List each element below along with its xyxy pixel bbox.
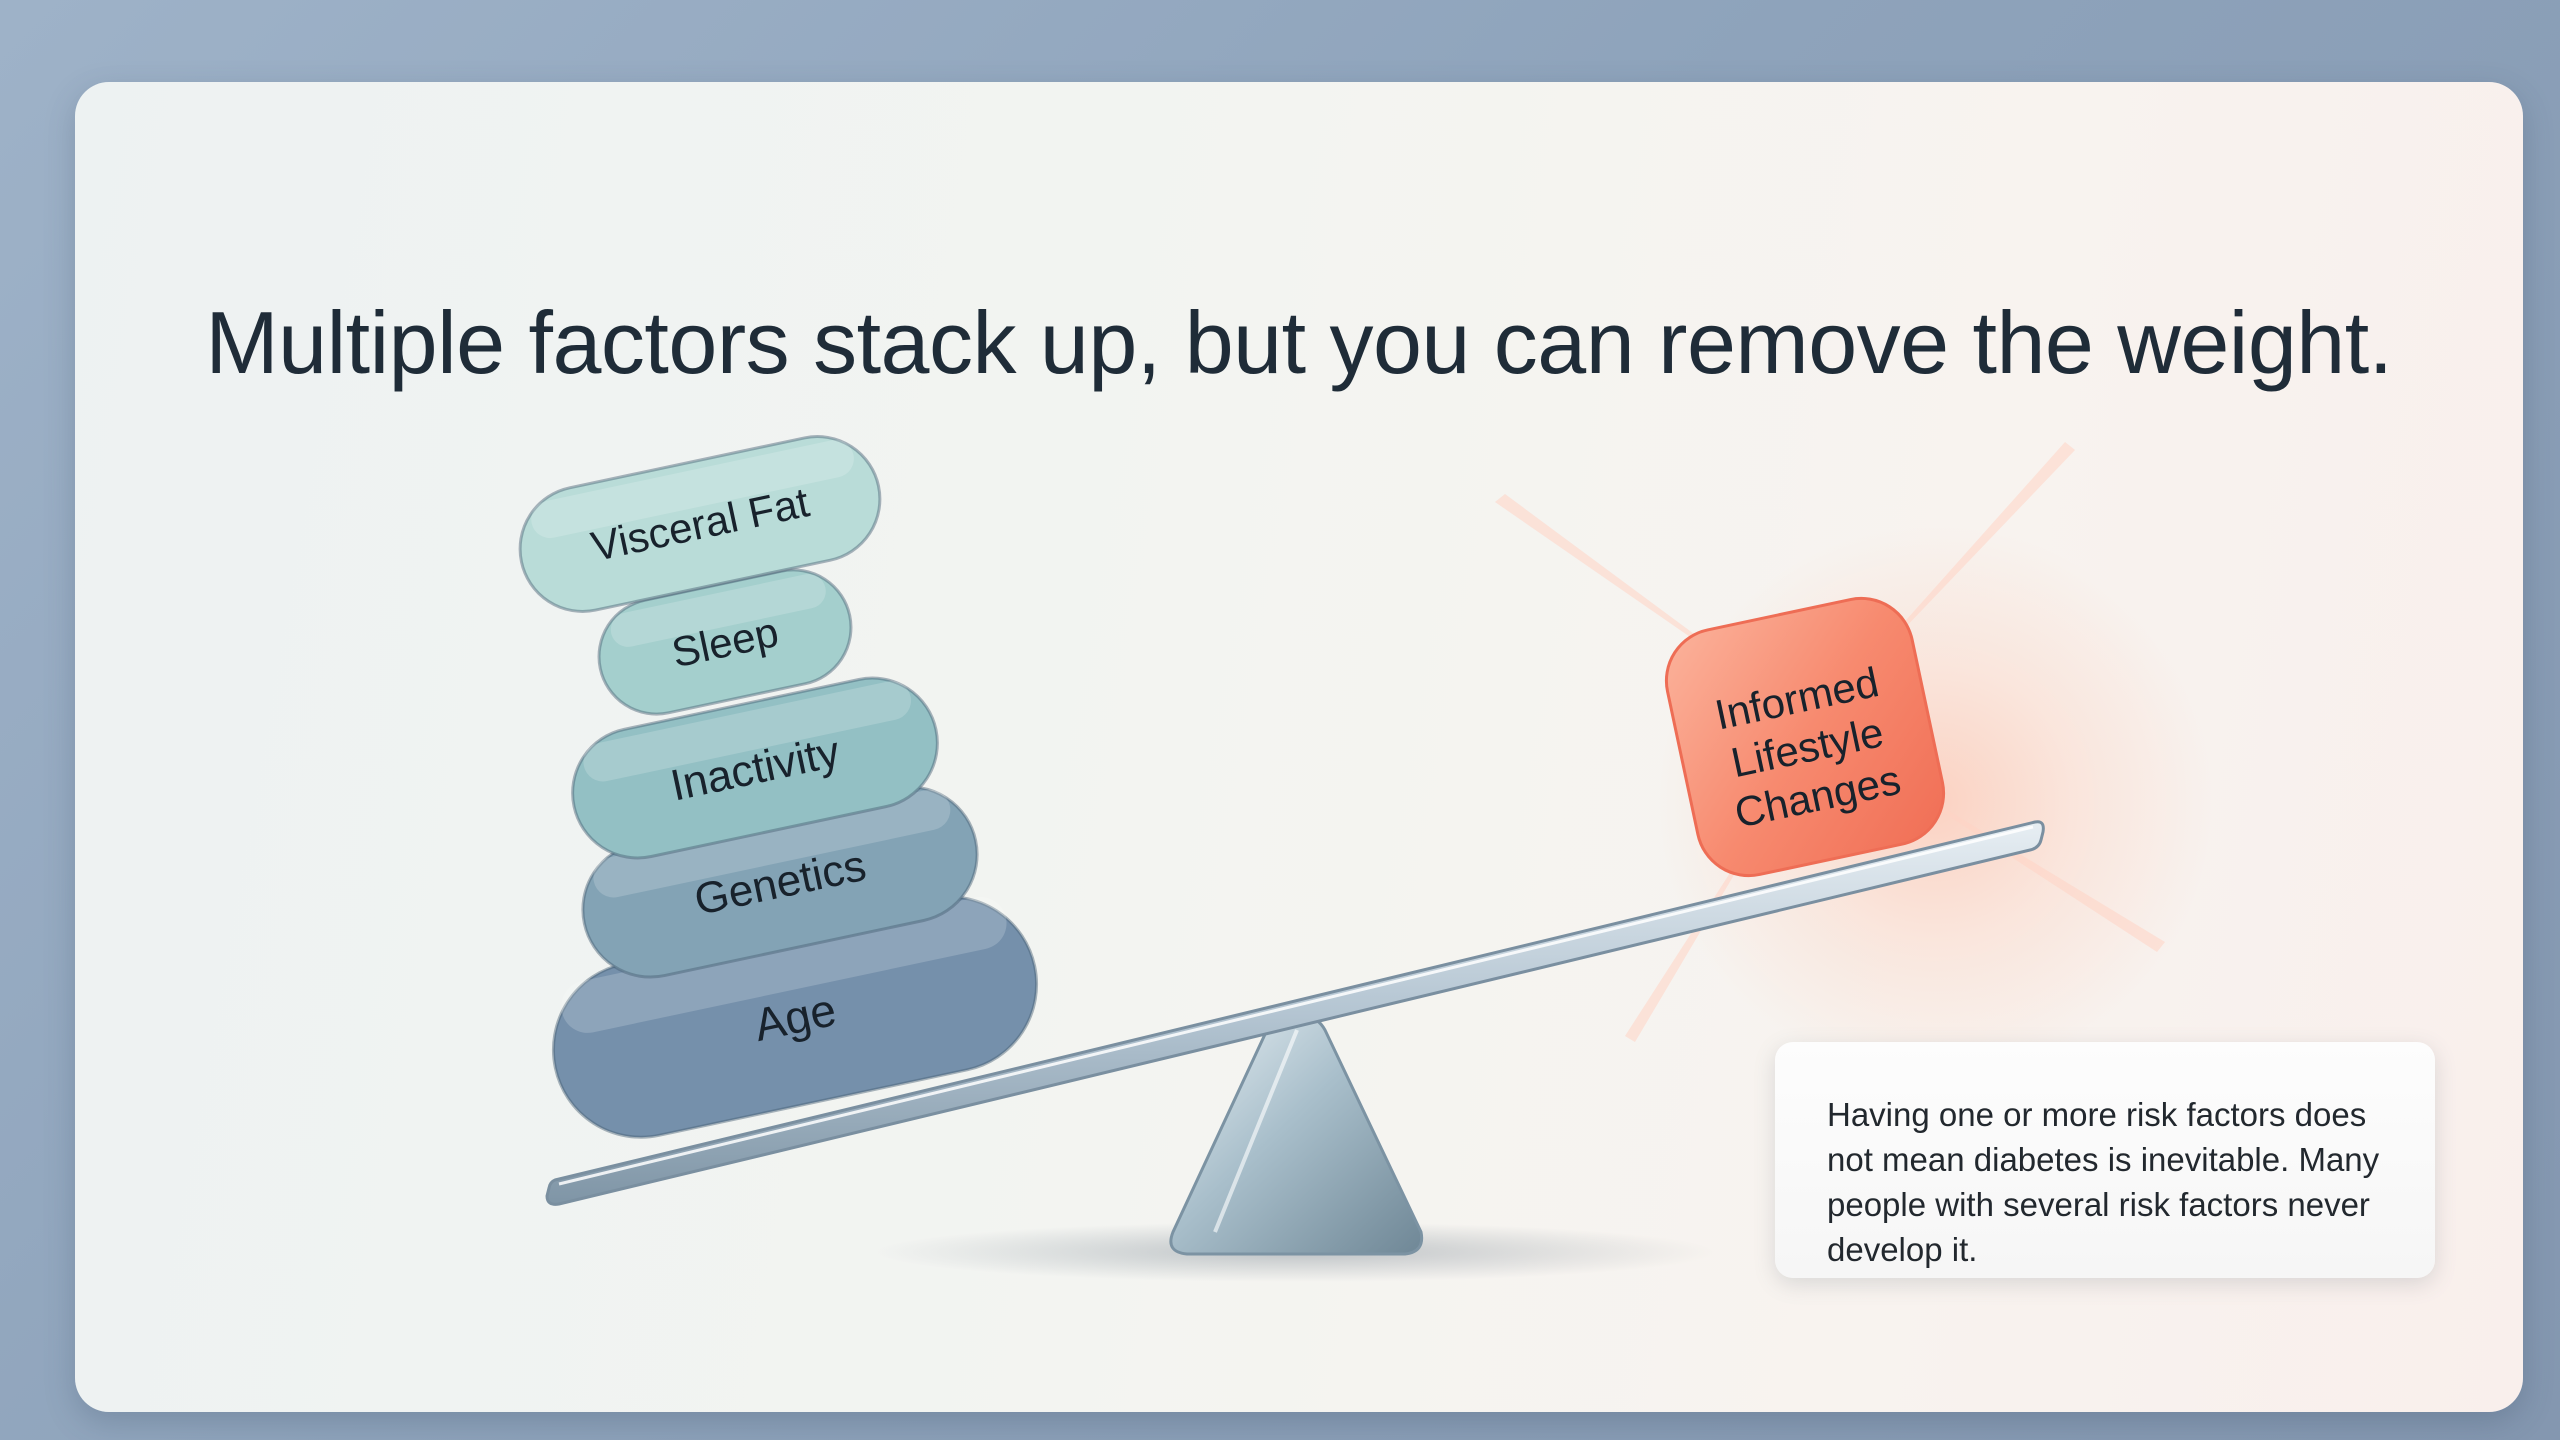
- slide-card: Multiple factors stack up, but you can r…: [75, 82, 2523, 1412]
- stack-pill-sleep: Sleep: [597, 568, 853, 716]
- stack-pill-highlight: [593, 789, 951, 898]
- slide-title: Multiple factors stack up, but you can r…: [205, 293, 2393, 392]
- counterweight-box: Informed Lifestyle Changes: [1664, 596, 1946, 878]
- stack-pill-highlight: [610, 574, 826, 647]
- fulcrum: [1169, 1016, 1424, 1256]
- stack-pill-highlight: [531, 439, 854, 539]
- stack-pill-shape: [597, 568, 853, 716]
- stack-pill-age: Age: [551, 895, 1039, 1139]
- note-card: Having one or more risk factors does not…: [1775, 1042, 2435, 1278]
- stack-pill-visceral-fat: Visceral Fat: [518, 435, 882, 613]
- stack-pill-highlight: [561, 896, 1007, 1033]
- stack-pill-shape: [518, 435, 882, 613]
- stack-pill-shape: [571, 676, 939, 860]
- stack-pill-highlight: [583, 681, 911, 782]
- stack-pill-inactivity: Inactivity: [571, 676, 939, 860]
- note-text: Having one or more risk factors does not…: [1827, 1096, 2380, 1268]
- seesaw-beam: [545, 820, 2045, 1206]
